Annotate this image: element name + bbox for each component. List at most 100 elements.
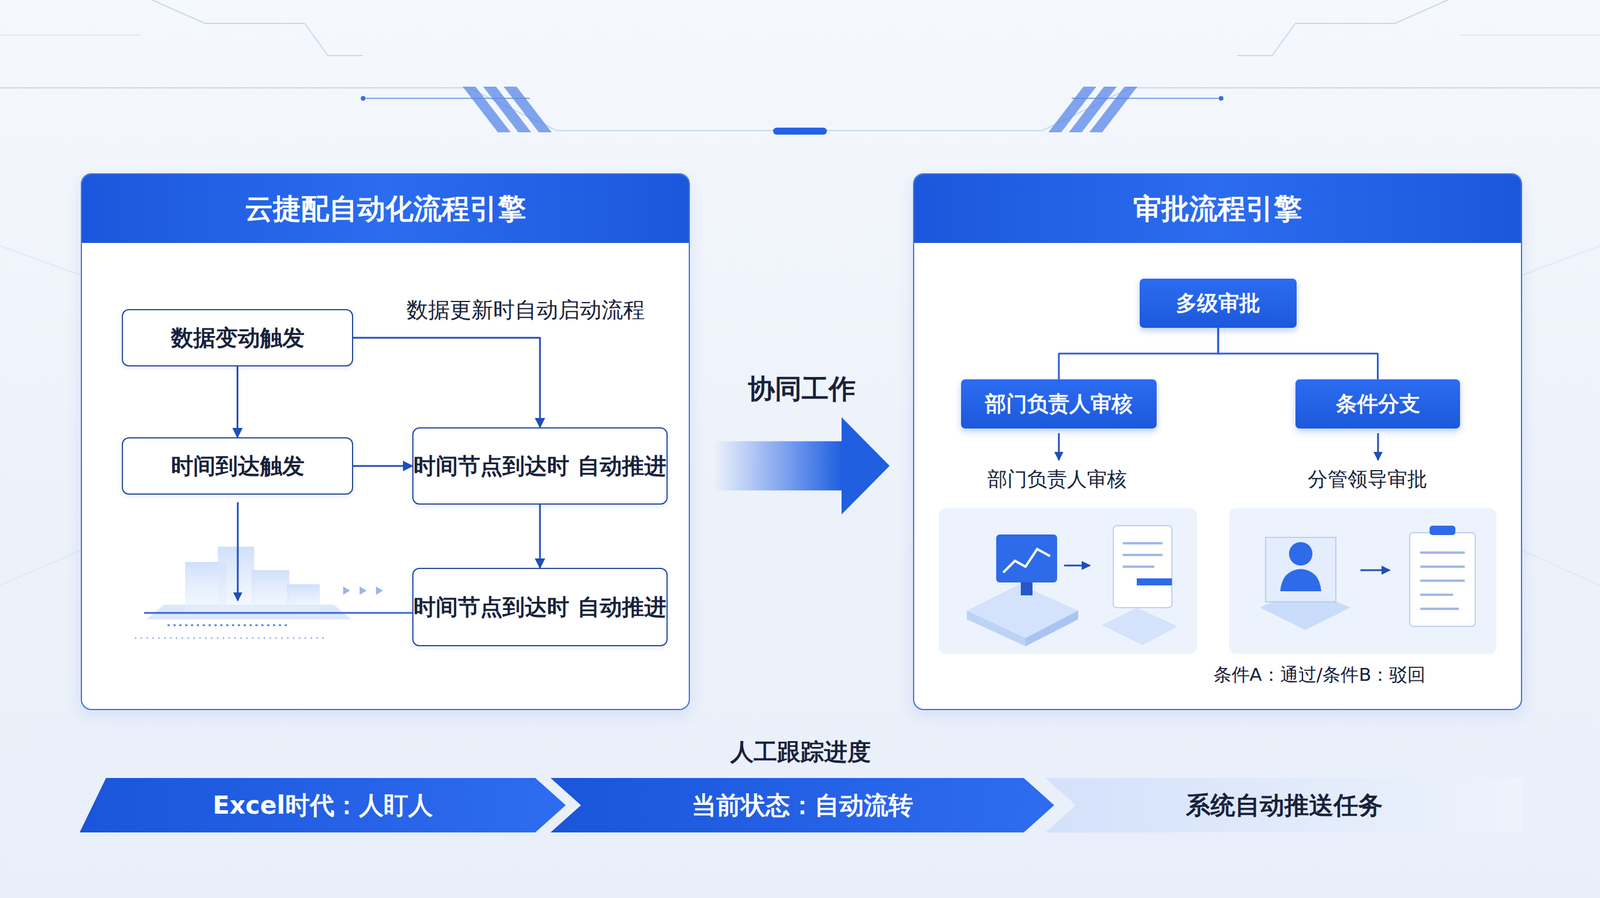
- connector: [1218, 327, 1379, 380]
- building-illustration: [146, 546, 352, 620]
- arrow-shaft: [713, 441, 843, 491]
- process-box: 时间节点到达时 自动推进: [412, 568, 668, 647]
- clipboard-icon: [1420, 593, 1454, 597]
- stripe-decor: [462, 86, 1138, 133]
- person-icon: [1259, 587, 1351, 631]
- note-label: 分管领导审批: [1307, 466, 1428, 494]
- person-icon: [1259, 537, 1351, 631]
- stripe-decor: [483, 86, 532, 133]
- flow-arrow: [144, 612, 422, 615]
- person-icon: [1280, 569, 1322, 592]
- process-arrow: [1064, 565, 1090, 567]
- building-illustration: [146, 604, 352, 620]
- clipboard-icon: [1429, 525, 1456, 536]
- frame-lines: [1522, 245, 1600, 276]
- engine-panel: 审批流程引擎多级审批部门负责人审核 条件分支: [913, 173, 1523, 711]
- note-label: 条件A：通过/条件B：驳回: [1213, 662, 1427, 688]
- monitor-icon: [966, 610, 1026, 647]
- trigger-arrow: [237, 502, 239, 601]
- node-label: Excel时代：人盯人: [212, 789, 433, 823]
- frame-lines: [0, 34, 141, 36]
- frame-lines: [1071, 97, 1222, 99]
- approval-box: 多级审批: [1139, 278, 1297, 328]
- panel-title: 云捷配自动化流程引擎: [244, 190, 526, 228]
- dotted-lines: [134, 637, 328, 640]
- dot-marker: [1218, 96, 1224, 101]
- arrow-head: [841, 417, 890, 515]
- branch-box: 条件分支: [1295, 379, 1461, 429]
- edge-label: 数据更新时自动启动流程: [406, 295, 645, 326]
- down-arrow: [1058, 433, 1061, 461]
- document-icon: [1101, 525, 1178, 646]
- connector: [353, 466, 413, 467]
- panel-header: 云捷配自动化流程引擎: [81, 174, 689, 244]
- connector: [237, 366, 238, 438]
- clipboard-icon: [1420, 565, 1465, 569]
- monitor-icon: [1003, 549, 1051, 573]
- document-icon: [1136, 578, 1172, 586]
- connector-line: [353, 337, 540, 428]
- note-label: 部门负责人审核: [987, 466, 1127, 494]
- band-shape: [550, 778, 1055, 833]
- dotted-lines: [134, 625, 328, 639]
- connector-line: [236, 366, 239, 438]
- node-label: 条件分支: [1335, 390, 1421, 419]
- connector-line: [539, 504, 542, 569]
- document-icon: [1122, 543, 1163, 567]
- process-arrow: [1360, 569, 1390, 572]
- clipboard-icon: [1420, 579, 1465, 583]
- stage-band: Excel时代：人盯人: [79, 778, 566, 833]
- connector-line: [1218, 327, 1379, 380]
- dot-marker: [360, 96, 1224, 101]
- stage-band: 系统自动推送任务: [1045, 778, 1523, 833]
- node-label: 部门负责人审核: [985, 390, 1133, 419]
- connector-line: [353, 465, 413, 468]
- panel-header: 审批流程引擎: [914, 174, 1521, 244]
- clipboard-icon: [1409, 532, 1476, 627]
- frame-lines: [0, 550, 81, 586]
- band-shape: [1045, 778, 1523, 833]
- engine-panel: 云捷配自动化流程引擎数据变动触发时间到达触发时间节点到达时 自动推进时间节点到达…: [80, 173, 690, 711]
- center-bar: [773, 127, 827, 135]
- clipboard-icon: [1409, 525, 1476, 627]
- monitor-icon: [996, 534, 1058, 583]
- down-arrow: [1058, 433, 1379, 461]
- edge-label: 协同工作: [747, 371, 856, 408]
- flow-dots: [375, 586, 384, 596]
- node-label: 时间节点到达时 自动推进: [413, 593, 666, 621]
- clipboard-icon: [1420, 551, 1465, 555]
- node-label: 时间到达触发: [171, 452, 305, 480]
- clipboard-icon: [1420, 607, 1459, 611]
- building-illustration: [185, 562, 227, 614]
- document-icon: [1122, 554, 1163, 557]
- connector: [1058, 327, 1219, 380]
- dotted-lines: [167, 624, 287, 627]
- frame-lines: [0, 245, 81, 276]
- stripe-decor: [503, 86, 552, 133]
- building-illustration: [251, 570, 290, 614]
- frame-lines: [363, 97, 531, 99]
- illustration-card: [1229, 508, 1497, 655]
- trigger-box: 时间到达触发: [121, 437, 354, 495]
- node-label: 数据变动触发: [171, 324, 305, 352]
- document-icon: [1101, 607, 1178, 646]
- building-illustration: [286, 584, 320, 614]
- frame-lines: [826, 87, 1600, 131]
- panel-title: 审批流程引擎: [1133, 190, 1302, 228]
- monitor-icon: [966, 534, 1079, 647]
- person-icon: [1265, 537, 1336, 603]
- document-icon: [1122, 565, 1155, 569]
- frame-lines: [1236, 0, 1448, 56]
- trigger-box: 数据变动触发: [121, 309, 354, 367]
- stripe-decor: [1068, 86, 1117, 133]
- approval-illustration: [914, 174, 1524, 712]
- frame-lines: [0, 87, 774, 131]
- illustration-card: [938, 508, 1198, 655]
- node-label: 当前状态：自动流转: [691, 789, 914, 823]
- building-illustration: [217, 546, 255, 614]
- process-box: 时间节点到达时 自动推进: [412, 427, 668, 505]
- flow-dots: [343, 586, 351, 596]
- node-label: 时间节点到达时 自动推进: [413, 452, 666, 480]
- connector: [539, 504, 541, 569]
